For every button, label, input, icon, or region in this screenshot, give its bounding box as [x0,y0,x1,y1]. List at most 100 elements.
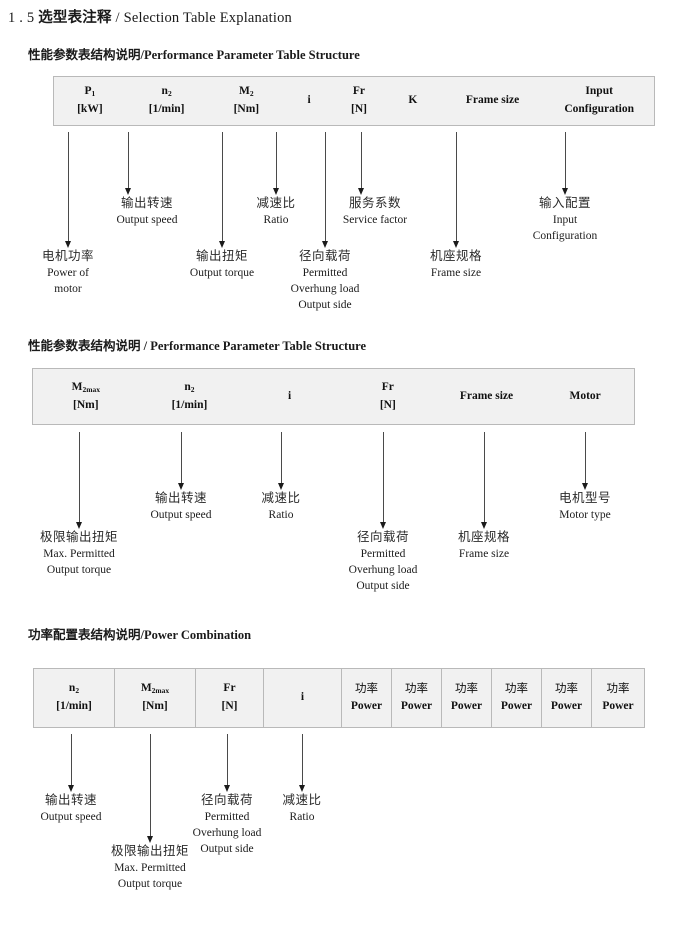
note-table1-power-en-1: Power of [47,266,89,279]
note-table1-overhung-load-en-1: Permitted [302,266,348,279]
table3-col-power-3-cn: 功率 [455,681,478,696]
table2-col-m2max: M2max [Nm] [33,369,139,424]
arrow-table2-overhung-load [379,432,388,529]
section-2-heading-chinese: 性能参数表结构说明 [28,338,141,353]
note-table1-frame-size-en: Frame size [430,266,482,279]
table2-col-n2-unit: [1/min] [171,398,208,411]
performance-parameter-table-1: P1 [kW] n2 [1/min] M2 [Nm] i Fr [N] K Fr… [53,76,655,126]
note-table3-output-speed-en: Output speed [40,810,102,823]
performance-parameter-table-2: M2max [Nm] n2 [1/min] i Fr [N] Frame siz… [32,368,635,425]
arrow-table1-output-speed [124,132,133,195]
section-2-heading-english: Performance Parameter Table Structure [150,339,367,353]
note-table1-overhung-load: 径向载荷 Permitted Overhung load Output side [291,247,360,314]
table3-col-power-1: 功率 Power [341,669,391,727]
page-title-separator: / [115,10,120,26]
note-table2-frame-size-cn: 机座规格 [457,529,511,544]
page-title-chinese: 选型表注释 [38,10,112,26]
note-table2-max-torque: 极限输出扭矩 Max. Permitted Output torque [40,528,118,578]
arrow-table1-output-torque [218,132,227,248]
arrow-table2-ratio [277,432,286,490]
note-table1-ratio-cn: 减速比 [256,195,296,210]
table3-col-fr: Fr [N] [195,669,263,727]
note-table1-input-configuration-cn: 输入配置 [538,195,591,210]
section-3-heading: 功率配置表结构说明/Power Combination [28,624,251,643]
table1-col-m2-unit: [Nm] [233,103,260,115]
note-table1-input-configuration-en-1: Input [552,213,578,226]
note-table2-ratio-en: Ratio [268,508,294,521]
note-table2-overhung-load-cn: 径向载荷 [356,529,410,544]
section-1-heading-separator: / [140,48,144,62]
table3-col-i: i [263,669,341,727]
arrow-table2-output-speed [177,432,186,490]
table1-col-p1-unit: [kW] [77,103,103,115]
table3-col-i-symbol: i [300,691,305,704]
table1-col-fr-symbol: Fr [352,85,366,98]
note-table1-service-factor: 服务系数 Service factor [343,194,407,228]
table3-col-power-3-label: Power [450,700,483,712]
table1-col-p1-symbol: P1 [84,85,96,99]
table1-col-m2-symbol: M2 [239,85,254,99]
table2-col-m2max-unit: [Nm] [73,398,99,411]
note-table3-overhung-load-en-3: Output side [200,843,254,856]
note-table3-overhung-load-en-1: Permitted [204,810,250,823]
table3-col-n2-unit: [1/min] [56,700,92,712]
table3-col-power-1-label: Power [350,700,383,712]
table2-col-i-symbol: i [288,389,292,402]
page-title-number: 1 . 5 [8,10,35,26]
table1-col-k-symbol: K [408,94,418,107]
table3-col-power-5-label: Power [550,700,583,712]
table1-col-k: K [385,77,441,125]
section-2-heading-separator: / [143,339,148,353]
note-table1-input-configuration: 输入配置 Input Configuration [533,194,598,244]
arrow-table1-overhung-load [321,132,330,248]
table1-col-n2-unit: [1/min] [148,103,185,115]
note-table2-overhung-load-en-1: Permitted [360,547,406,560]
arrow-table2-motor-type [581,432,590,490]
note-table2-frame-size-en: Frame size [458,547,510,560]
note-table1-power: 电机功率 Power of motor [42,247,94,297]
table1-col-i: i [285,77,333,125]
section-3-heading-chinese: 功率配置表结构说明 [28,627,141,642]
table1-col-input-configuration: Input Configuration [544,77,654,125]
note-table2-motor-type-en: Motor type [559,508,611,521]
note-table2-max-torque-cn: 极限输出扭矩 [39,529,119,544]
table3-col-fr-unit: [N] [221,700,238,712]
note-table2-output-speed-cn: 输出转速 [154,490,208,505]
table1-col-input-line2: Configuration [564,103,634,115]
table3-col-m2max-symbol: M2max [140,682,170,696]
table3-col-m2max: M2max [Nm] [114,669,195,727]
table3-col-power-2-cn: 功率 [405,681,428,696]
note-table2-output-speed-en: Output speed [150,508,212,521]
note-table3-overhung-load-cn: 径向载荷 [200,792,254,807]
table1-col-frame-size-label: Frame size [465,94,520,107]
note-table3-ratio-cn: 减速比 [282,792,322,807]
note-table2-max-torque-en-2: Output torque [46,564,112,577]
table2-col-n2: n2 [1/min] [139,369,241,424]
arrow-table1-input-configuration [561,132,570,195]
note-table1-ratio-en: Ratio [263,213,289,226]
arrow-table3-max-torque [146,734,155,843]
table1-col-input-line1: Input [585,85,613,98]
table2-col-frame-size-label: Frame size [459,389,514,402]
table3-col-power-6: 功率 Power [591,669,644,727]
table3-col-power-3: 功率 Power [441,669,491,727]
table3-col-power-5: 功率 Power [541,669,591,727]
note-table1-output-speed-en: Output speed [116,213,178,226]
table3-col-m2max-unit: [Nm] [142,700,168,712]
note-table1-overhung-load-en-3: Output side [298,299,352,312]
note-table3-ratio-en: Ratio [289,810,315,823]
section-1-heading-english: Performance Parameter Table Structure [144,48,360,62]
table2-col-fr-symbol: Fr [381,380,394,393]
note-table3-overhung-load: 径向载荷 Permitted Overhung load Output side [193,791,262,858]
note-table1-frame-size: 机座规格 Frame size [430,247,482,281]
note-table2-frame-size: 机座规格 Frame size [458,528,510,562]
note-table2-ratio: 减速比 Ratio [261,489,300,523]
table2-col-n2-symbol: n2 [184,380,195,394]
note-table2-overhung-load-en-3: Output side [356,580,410,593]
note-table1-overhung-load-cn: 径向载荷 [298,248,352,263]
arrow-table3-ratio [298,734,307,792]
note-table1-overhung-load-en-2: Overhung load [290,283,360,296]
table3-col-fr-symbol: Fr [223,682,236,695]
table2-col-m2max-symbol: M2max [71,380,100,394]
table2-col-i: i [240,369,339,424]
